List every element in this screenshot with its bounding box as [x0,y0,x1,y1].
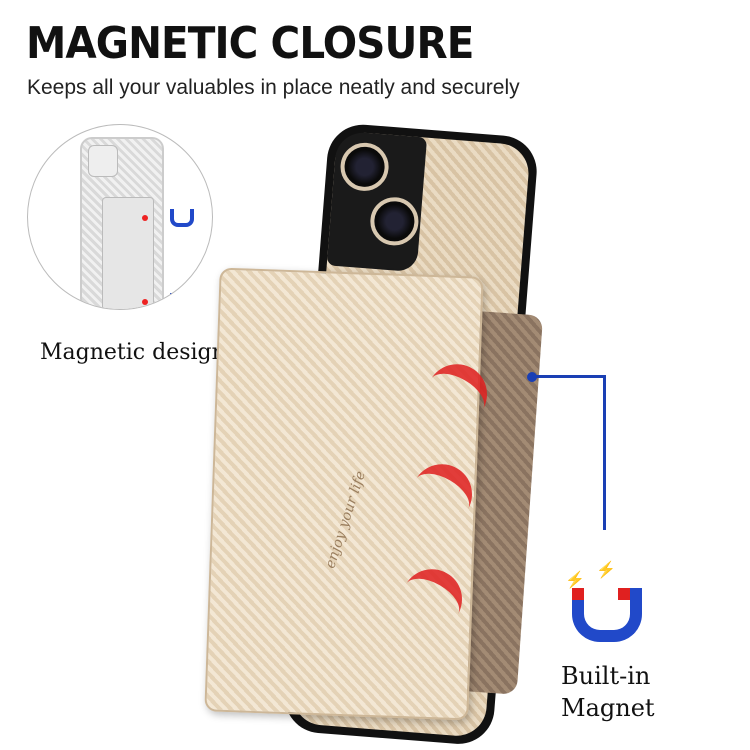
magnet-pole-icon [618,588,630,600]
camera-lens-icon [338,141,391,193]
headline: MAGNETIC CLOSURE [26,18,474,69]
mini-wallet-image [102,197,154,309]
mini-phone-case-image [80,137,164,309]
spark-icon: ⚡ [565,572,585,589]
camera-module [326,130,428,273]
callout-line [603,375,606,530]
spark-icon: ⚡ [596,562,616,579]
magnet-icon [170,209,194,227]
magnet-label: Magnet [561,694,655,722]
magnet-point-icon [142,215,148,221]
magnet-point-icon [142,299,148,305]
magnet-icon [170,293,194,309]
magnet-pole-icon [572,588,584,600]
subheadline: Keeps all your valuables in place neatly… [27,76,520,99]
camera-lens-icon [368,195,421,248]
horseshoe-magnet-icon [572,588,642,642]
mini-camera-icon [88,145,118,177]
built-in-label: Built-in [561,662,651,690]
magnetic-design-inset [27,124,213,310]
magnetic-design-label: Magnetic design [40,340,226,365]
callout-dot [527,372,537,382]
callout-line [535,375,605,378]
